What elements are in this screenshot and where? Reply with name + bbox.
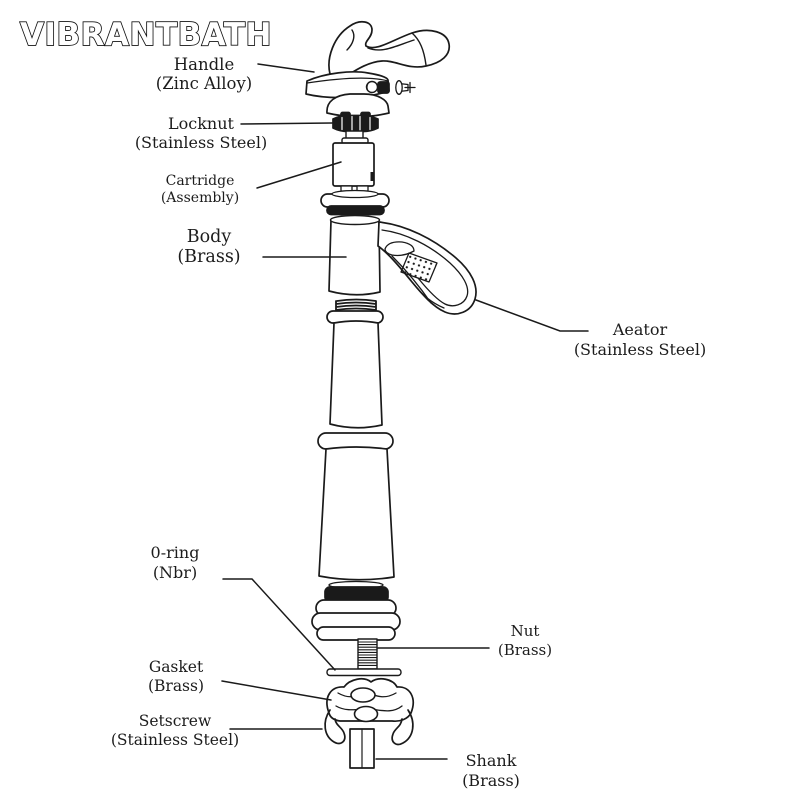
- shank-drawing: [349, 728, 375, 769]
- label-nut: Nut (Brass): [465, 622, 585, 660]
- screw-flange: [395, 80, 403, 95]
- upper-column: [329, 320, 383, 429]
- leader-line-locknut: [240, 122, 333, 125]
- label-aeator: Aeator (Stainless Steel): [560, 320, 720, 360]
- part-name: Aeator: [612, 320, 668, 339]
- spout-back-opening: [384, 241, 415, 257]
- part-name: Body: [186, 227, 232, 247]
- cartridge-side-tick: [370, 172, 374, 181]
- part-name: Locknut: [168, 114, 234, 133]
- collar-oring: [326, 205, 385, 216]
- label-gasket: Gasket (Brass): [116, 658, 236, 696]
- part-name: Setscrew: [138, 712, 212, 730]
- grub-screw: [377, 81, 390, 94]
- part-material: (Brass): [497, 641, 553, 659]
- nut-hole: [353, 705, 379, 723]
- leader-line-handle: [257, 63, 315, 73]
- cartridge-body: [332, 142, 375, 187]
- handle-detail-line: [346, 29, 427, 66]
- locknut-knurl-slits: [341, 115, 371, 132]
- screw-cross: [404, 81, 416, 94]
- collar-rim: [331, 189, 379, 199]
- body-spout-drawing: [328, 214, 477, 315]
- part-name: Cartridge: [165, 173, 235, 189]
- part-material: (Brass): [177, 246, 241, 267]
- label-setscrew: Setscrew (Stainless Steel): [95, 712, 255, 749]
- base-drawing: [311, 580, 401, 641]
- part-material: (Stainless Steel): [110, 730, 240, 749]
- locknut-ring: [332, 114, 379, 133]
- part-name: Handle: [173, 55, 235, 74]
- label-body: Body (Brass): [149, 227, 269, 267]
- leader-line-oring: [222, 578, 336, 671]
- rod-body: [357, 638, 378, 670]
- label-oring: 0-ring (Nbr): [115, 543, 235, 583]
- brand-logo: VIBRANTBATH: [19, 16, 272, 54]
- spout-inner-rim: [381, 229, 469, 307]
- column-drawing: [317, 298, 395, 581]
- part-material: (Brass): [147, 677, 205, 695]
- nut-claw-right: [391, 709, 414, 746]
- retainer-collar-drawing: [320, 189, 390, 216]
- threaded-rod-drawing: [326, 638, 402, 677]
- setscrew-hole: [365, 80, 379, 94]
- part-material: (Stainless Steel): [573, 340, 707, 359]
- part-name: Nut: [510, 622, 540, 640]
- brand-logo-text: VIBRANTBATH: [20, 17, 272, 53]
- washer-drawing: [326, 668, 402, 677]
- body-cylinder: [328, 219, 381, 296]
- cartridge-drawing: [332, 130, 375, 192]
- part-name: Shank: [465, 751, 517, 770]
- bell-band: [316, 626, 396, 641]
- label-locknut: Locknut (Stainless Steel): [126, 114, 276, 152]
- handle-setscrew-drawing: [365, 80, 416, 95]
- part-material: (Zinc Alloy): [155, 74, 253, 93]
- leader-line-cartridge: [256, 161, 342, 189]
- part-material: (Assembly): [160, 190, 240, 206]
- part-name: Gasket: [148, 658, 204, 676]
- leader-line-aeator: [475, 299, 589, 332]
- body-top-rim: [329, 214, 381, 226]
- neck-threads: [335, 298, 377, 311]
- lower-column: [318, 446, 395, 581]
- handle-base-rim-line: [306, 77, 389, 84]
- locknut-drawing: [332, 111, 379, 133]
- handle-drawing: [305, 20, 451, 99]
- part-material: (Stainless Steel): [134, 132, 268, 152]
- part-material: (Nbr): [152, 563, 198, 582]
- leader-lines: [221, 63, 589, 760]
- spout-channel-line: [391, 255, 445, 309]
- part-material: (Brass): [462, 771, 520, 790]
- label-cartridge: Cartridge (Assembly): [140, 173, 260, 207]
- nut-claw-left: [324, 709, 346, 745]
- label-handle: Handle (Zinc Alloy): [144, 55, 264, 93]
- mounting-nut-drawing: [324, 677, 415, 746]
- part-name: 0-ring: [150, 543, 200, 562]
- rod-thread-lines: [357, 641, 378, 666]
- bonnet-drawing: [326, 93, 390, 118]
- setscrew-hole-shadow: [366, 83, 369, 92]
- label-shank: Shank (Brass): [431, 751, 551, 791]
- nut-hole: [350, 687, 376, 703]
- leader-line-gasket: [221, 680, 332, 701]
